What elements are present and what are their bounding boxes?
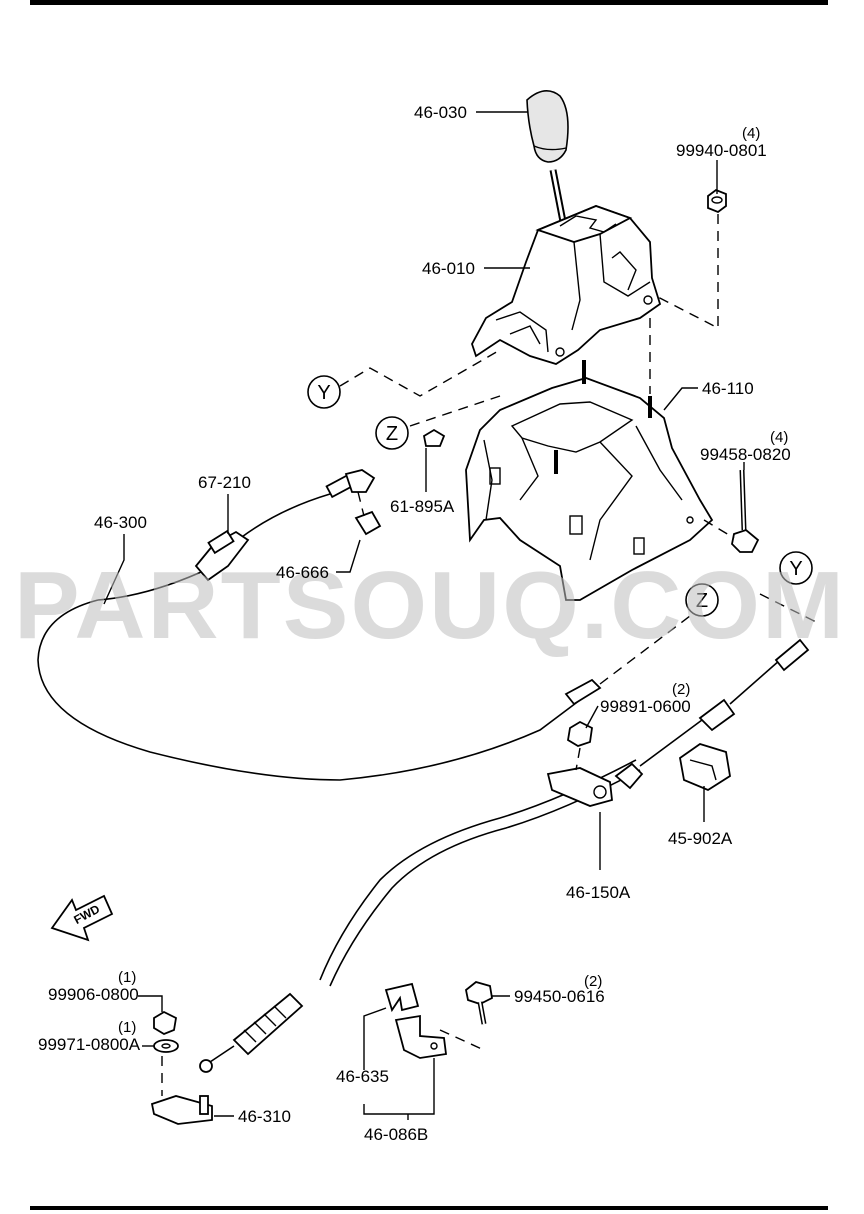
leader-lines xyxy=(103,111,745,1120)
svg-text:Z: Z xyxy=(696,590,708,612)
bracket-46-310[interactable] xyxy=(150,1095,213,1125)
label-46-150a[interactable]: 46-150A xyxy=(566,883,631,902)
bolt-99450[interactable] xyxy=(465,981,493,1025)
cable-46-150a[interactable] xyxy=(199,638,810,1073)
nut-99940[interactable] xyxy=(707,188,727,214)
bolt-99458[interactable] xyxy=(731,469,760,553)
svg-text:Y: Y xyxy=(789,558,802,580)
label-67-210[interactable]: 67-210 xyxy=(198,473,251,492)
watermark: PARTSOUQ.COM xyxy=(14,552,846,659)
lower-dashed-leaders xyxy=(161,747,581,1096)
ref-marker-z-upper: Z xyxy=(375,416,409,450)
svg-text:Z: Z xyxy=(386,423,398,445)
bracket-studs xyxy=(554,360,652,474)
label-99971-0800a[interactable]: 99971-0800A xyxy=(38,1035,141,1054)
label-46-635[interactable]: 46-635 xyxy=(336,1067,389,1086)
clip-61-895a[interactable] xyxy=(422,428,446,447)
label-45-902a[interactable]: 45-902A xyxy=(668,829,733,848)
clip-46-666[interactable] xyxy=(344,469,382,536)
label-46-086b[interactable]: 46-086B xyxy=(364,1125,428,1144)
ref-marker-z-lower: Z xyxy=(685,583,719,617)
qty-99458: (4) xyxy=(770,429,788,446)
shifter-bracket[interactable] xyxy=(465,377,714,601)
grommet-45-902a[interactable] xyxy=(679,743,731,792)
label-99458-0820[interactable]: 99458-0820 xyxy=(700,445,791,464)
clip-46-635[interactable] xyxy=(384,982,420,1013)
label-99906-0800[interactable]: 99906-0800 xyxy=(48,985,139,1004)
bottom-rule xyxy=(30,1206,828,1210)
shifter-assembly[interactable] xyxy=(471,205,662,365)
label-61-895a[interactable]: 61-895A xyxy=(390,497,455,516)
cable-46-300-dashes xyxy=(357,491,821,685)
qty-99940: (4) xyxy=(742,125,760,142)
label-46-110[interactable]: 46-110 xyxy=(702,379,754,398)
washer-99971[interactable] xyxy=(153,1039,179,1053)
fwd-arrow: FWD xyxy=(50,894,114,942)
label-46-300[interactable]: 46-300 xyxy=(94,513,147,532)
upper-dashed-leaders xyxy=(339,214,735,539)
shift-knob[interactable] xyxy=(526,90,569,163)
qty-99450: (2) xyxy=(584,973,602,990)
nut-99906[interactable] xyxy=(153,1010,177,1036)
label-99940-0801[interactable]: 99940-0801 xyxy=(676,141,767,160)
nut-99891[interactable] xyxy=(567,720,593,747)
clip-67-210[interactable] xyxy=(207,529,235,555)
ref-marker-y-lower: Y xyxy=(779,551,813,585)
bracket-46-086b[interactable] xyxy=(394,1014,448,1059)
qty-99906: (1) xyxy=(118,969,136,986)
label-46-310[interactable]: 46-310 xyxy=(238,1107,291,1126)
top-rule xyxy=(30,0,828,5)
cable-46-300[interactable] xyxy=(37,473,602,781)
qty-99971: (1) xyxy=(118,1019,136,1036)
qty-99891: (2) xyxy=(672,681,690,698)
label-46-030[interactable]: 46-030 xyxy=(414,103,467,122)
ref-marker-y-upper: Y xyxy=(307,375,341,409)
label-99450-0616[interactable]: 99450-0616 xyxy=(514,987,605,1006)
label-99891-0600[interactable]: 99891-0600 xyxy=(600,697,691,716)
label-46-010[interactable]: 46-010 xyxy=(422,259,475,278)
label-46-666[interactable]: 46-666 xyxy=(276,563,329,582)
svg-text:Y: Y xyxy=(317,382,330,404)
